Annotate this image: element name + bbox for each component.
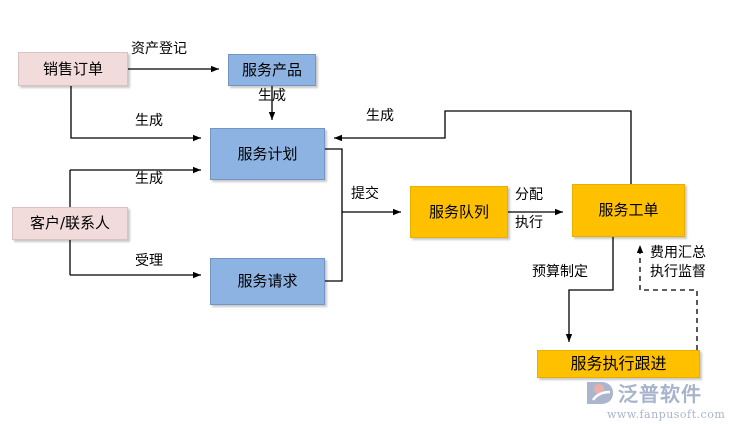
edge-label-accept: 受理 bbox=[135, 253, 163, 269]
node-customer-contact[interactable]: 客户/联系人 bbox=[12, 207, 128, 240]
node-service-execution[interactable]: 服务执行跟进 bbox=[537, 350, 700, 378]
edge-label-execution-supervision: 执行监督 bbox=[650, 264, 706, 280]
edge-label-budget-plan: 预算制定 bbox=[532, 264, 588, 280]
node-label: 服务执行跟进 bbox=[570, 354, 667, 374]
edge-label-cost-summary: 费用汇总 bbox=[650, 245, 706, 261]
node-label: 销售订单 bbox=[42, 59, 103, 78]
node-service-work-order[interactable]: 服务工单 bbox=[572, 184, 685, 237]
edge-label-execute: 执行 bbox=[515, 215, 543, 231]
edge-label-generate-work-order-to-plan: 生成 bbox=[366, 108, 394, 124]
node-label: 服务产品 bbox=[241, 60, 302, 79]
watermark-url: www.fanpusoft.com bbox=[607, 408, 726, 421]
edge-sales-order-to-service-plan bbox=[70, 86, 201, 142]
node-label: 服务请求 bbox=[237, 272, 298, 291]
edge-label-submit: 提交 bbox=[351, 186, 379, 202]
edge-label-generate-order-to-plan: 生成 bbox=[135, 113, 163, 129]
node-sales-order[interactable]: 销售订单 bbox=[18, 52, 128, 86]
node-service-plan[interactable]: 服务计划 bbox=[210, 128, 325, 180]
edge-label-asset-registration: 资产登记 bbox=[131, 41, 187, 57]
edge-service-plan-to-merge bbox=[325, 148, 343, 282]
node-label: 服务工单 bbox=[598, 201, 659, 220]
node-service-product[interactable]: 服务产品 bbox=[228, 54, 316, 86]
node-service-request[interactable]: 服务请求 bbox=[210, 258, 325, 305]
node-label: 客户/联系人 bbox=[29, 214, 111, 233]
edge-label-generate-customer-to-plan: 生成 bbox=[135, 171, 163, 187]
watermark-brand: 泛普软件 bbox=[618, 382, 702, 406]
edge-execution-to-work-order-dashed bbox=[636, 245, 698, 350]
edge-work-order-to-service-plan bbox=[334, 110, 632, 184]
edge-label-generate-product-to-plan: 生成 bbox=[258, 88, 286, 104]
node-label: 服务计划 bbox=[237, 144, 298, 163]
edge-work-order-to-execution bbox=[565, 237, 614, 342]
node-service-queue[interactable]: 服务队列 bbox=[410, 186, 508, 238]
node-label: 服务队列 bbox=[428, 202, 489, 221]
fanpu-logo-icon bbox=[585, 380, 615, 406]
edge-label-assign: 分配 bbox=[515, 187, 543, 203]
watermark: 泛普软件 www.fanpusoft.com bbox=[585, 378, 735, 422]
